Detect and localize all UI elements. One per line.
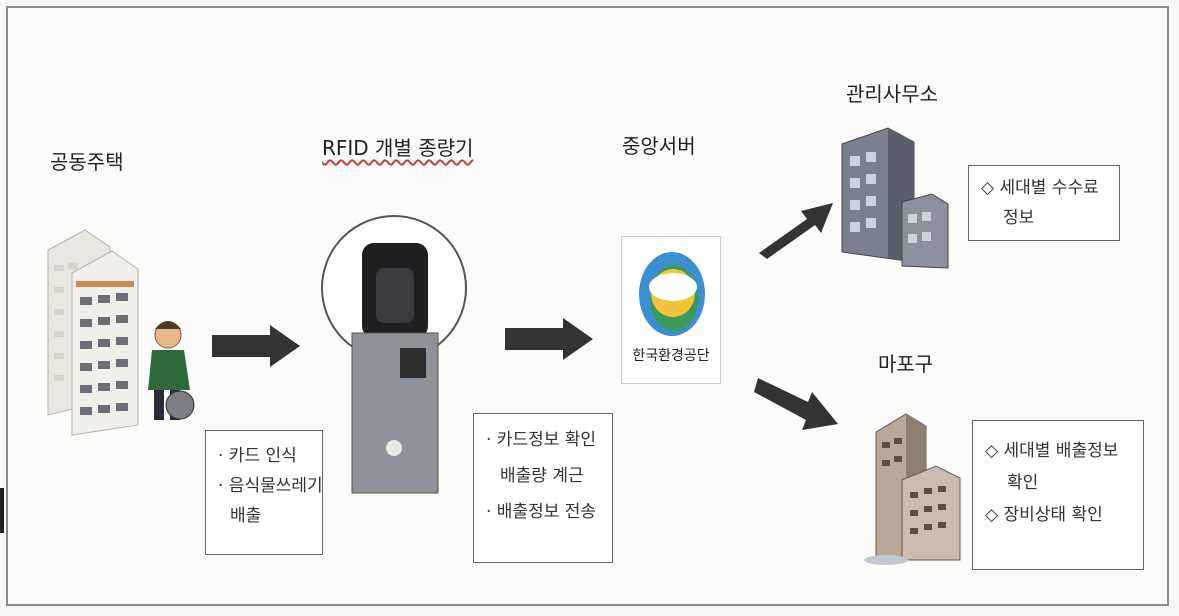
district-info-box: ◇ 세대별 배출정보 확인 ◇ 장비상태 확인: [972, 420, 1144, 570]
label-office: 관리사무소: [846, 82, 938, 106]
arrow-server-to-office: [759, 203, 833, 259]
district-box-line-2: 확인: [1007, 473, 1039, 493]
rfid-info-box: · 카드정보 확인 배출량 계근 · 배출정보 전송: [473, 413, 613, 563]
arrow-server-to-district: [754, 378, 838, 430]
apartment-info-box: · 카드 인식 · 음식물쓰레기 배출: [205, 430, 323, 555]
rfid-scale-device-icon: [321, 215, 467, 494]
label-server: 중앙서버: [622, 134, 696, 158]
district-building-icon: [864, 413, 961, 565]
office-building-icon: [841, 127, 949, 269]
logo-text: 한국환경공단: [632, 348, 710, 364]
rfid-box-line-3: · 배출정보 전송: [486, 502, 597, 522]
arrow-rfid-to-server: [505, 318, 593, 360]
label-apartment: 공동주택: [50, 150, 124, 174]
label-district: 마포구: [878, 352, 934, 376]
office-box-line-1: ◇ 세대별 수수료: [981, 178, 1099, 198]
apartment-box-line-2: · 음식물쓰레기: [218, 476, 323, 496]
rfid-box-line-2: 배출량 계근: [500, 466, 584, 486]
office-info-box: ◇ 세대별 수수료 정보: [968, 165, 1120, 241]
korea-environment-corp-logo-icon: [639, 252, 705, 336]
office-box-line-2: 정보: [1003, 208, 1035, 228]
label-rfid: RFID 개별 종량기: [322, 136, 474, 160]
server-logo-card: 한국환경공단: [621, 236, 721, 384]
rfid-box-line-1: · 카드정보 확인: [486, 430, 597, 450]
district-box-line-1: ◇ 세대별 배출정보: [985, 441, 1119, 461]
apartment-box-line-3: 배출: [230, 506, 262, 526]
arrow-apartment-to-rfid: [212, 325, 300, 367]
district-box-line-3: ◇ 장비상태 확인: [985, 505, 1103, 525]
apartment-box-line-1: · 카드 인식: [218, 446, 297, 466]
edge-mark: [0, 488, 4, 533]
apartment-building-icon: [47, 229, 195, 436]
